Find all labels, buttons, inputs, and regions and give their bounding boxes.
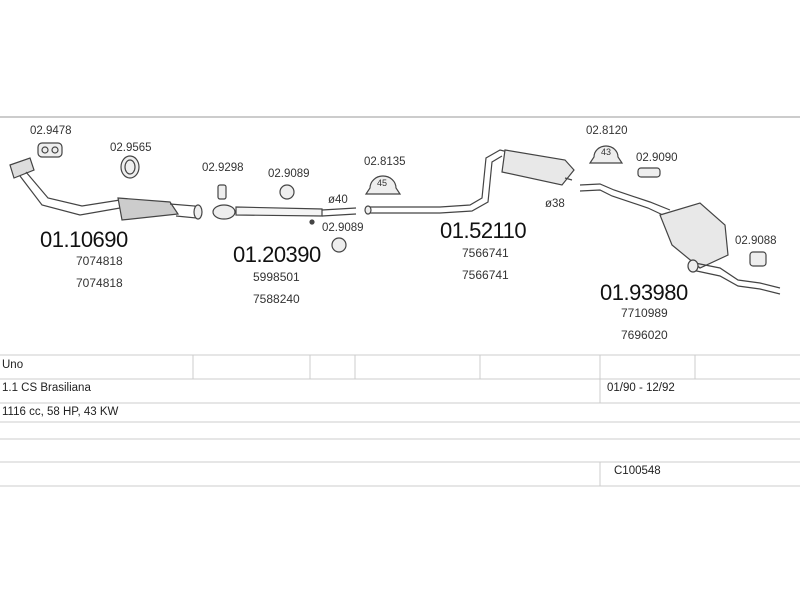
- part-label-9089-a: 02.9089: [268, 168, 310, 180]
- part-label-8120: 02.8120: [586, 125, 628, 137]
- diameter-38-label: ø38: [545, 198, 565, 210]
- part-label-9298: 02.9298: [202, 162, 244, 174]
- front-pipe-drawing: [9, 157, 203, 221]
- main-part-ref-2a: 5998501: [253, 270, 300, 284]
- clamp-size-43: 43: [601, 147, 612, 157]
- clamp-8120-drawing: [588, 145, 624, 164]
- part-label-9090: 02.9090: [636, 152, 678, 164]
- main-part-code-4: 01.93980: [600, 280, 688, 305]
- engine-cell: 1116 cc, 58 HP, 43 KW: [2, 406, 119, 418]
- clamp-8135-drawing: [364, 175, 402, 195]
- rear-silencer-drawing: [579, 183, 781, 295]
- main-part-ref-4a: 7710989: [621, 306, 668, 320]
- part-label-9088: 02.9088: [735, 235, 777, 247]
- ring-9565-drawing: [120, 155, 140, 179]
- model-cell: Uno: [2, 359, 24, 371]
- part-label-9089-b: 02.9089: [322, 222, 364, 234]
- part-label-8135: 02.8135: [364, 156, 406, 168]
- vehicle-table-lines: [0, 354, 800, 487]
- gasket-9478-drawing: [37, 142, 63, 158]
- main-part-ref-3b: 7566741: [462, 268, 509, 282]
- part-label-9478: 02.9478: [30, 125, 72, 137]
- ring-9089-a-drawing: [279, 184, 295, 200]
- hanger-9090-drawing: [637, 167, 661, 178]
- hanger-9088-drawing: [749, 251, 767, 267]
- main-part-ref-1a: 7074818: [76, 254, 123, 268]
- main-part-code-1: 01.10690: [40, 227, 128, 252]
- ring-9089-b-drawing: [331, 237, 347, 253]
- version-cell: 1.1 CS Brasiliana: [2, 382, 91, 394]
- catalog-code-cell: C100548: [614, 465, 661, 477]
- middle-silencer-drawing: [364, 149, 575, 215]
- main-part-ref-2b: 7588240: [253, 292, 300, 306]
- main-part-ref-3a: 7566741: [462, 246, 509, 260]
- main-part-code-3: 01.52110: [440, 218, 527, 243]
- intermediate-pipe-drawing: [212, 184, 357, 225]
- main-part-ref-4b: 7696020: [621, 328, 668, 342]
- main-part-ref-1b: 7074818: [76, 276, 123, 290]
- period-cell: 01/90 - 12/92: [607, 382, 675, 394]
- main-part-code-2: 01.20390: [233, 242, 321, 267]
- diameter-40-label: ø40: [328, 194, 348, 206]
- part-label-9565: 02.9565: [110, 142, 152, 154]
- clamp-size-45: 45: [377, 178, 388, 188]
